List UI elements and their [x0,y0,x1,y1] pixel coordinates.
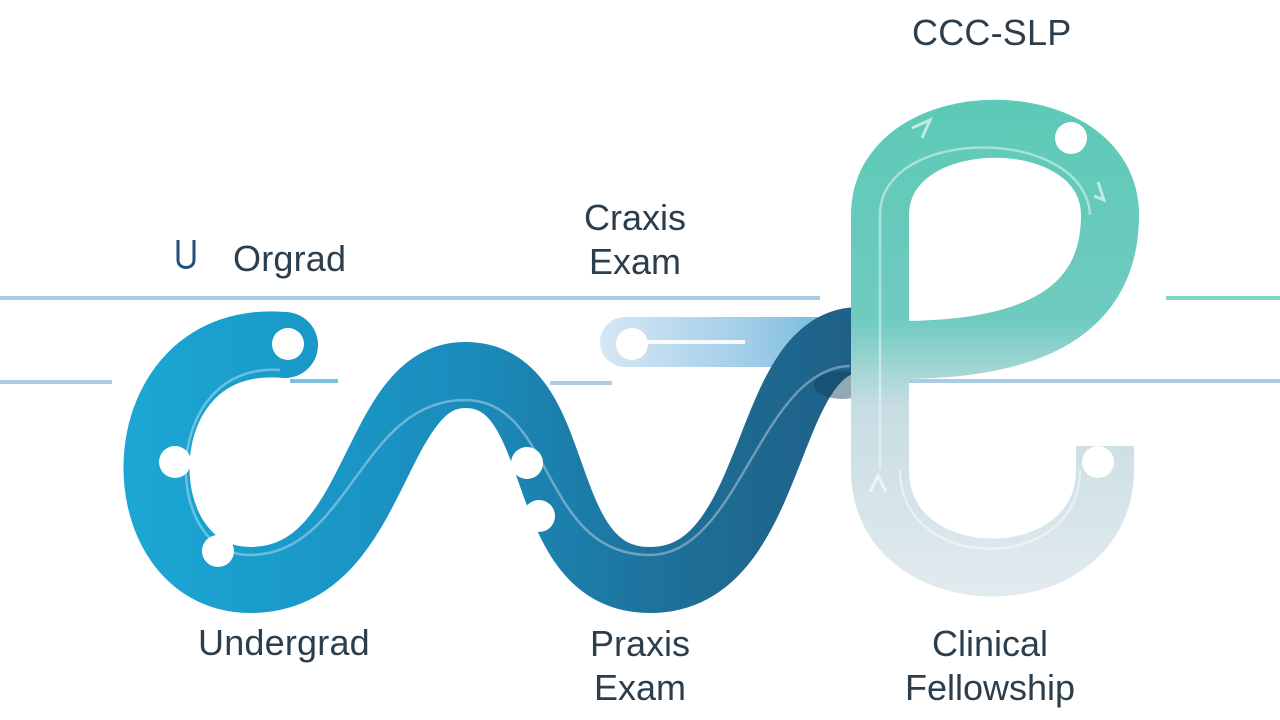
label-ccc-slp: CCC-SLP [912,12,1072,53]
label-clinical-fellowship: Clinical Fellowship [880,622,1100,710]
label-orgrad: Orgrad [233,238,347,279]
milestone-dot [511,447,543,479]
milestone-dot [202,535,234,567]
label-craxis-exam: Craxis Exam [560,196,710,284]
milestone-dot [159,446,191,478]
guide-lines [0,296,1280,385]
label-exam-bottom: Exam [593,667,687,708]
label-praxis-exam: Praxis Exam [565,622,715,710]
label-clinical: Clinical [931,623,1049,664]
milestone-dot [1082,446,1114,478]
u-mark-icon [176,240,196,269]
milestone-dots [159,122,1114,567]
label-craxis: Craxis [583,197,686,238]
label-praxis: Praxis [589,623,691,664]
label-undergrad: Undergrad [198,622,370,663]
milestone-dot [1055,122,1087,154]
label-fellowship: Fellowship [904,667,1076,708]
credential-loop [851,99,1140,597]
milestone-dot [272,328,304,360]
milestone-dot [523,500,555,532]
label-exam-top: Exam [588,241,682,282]
